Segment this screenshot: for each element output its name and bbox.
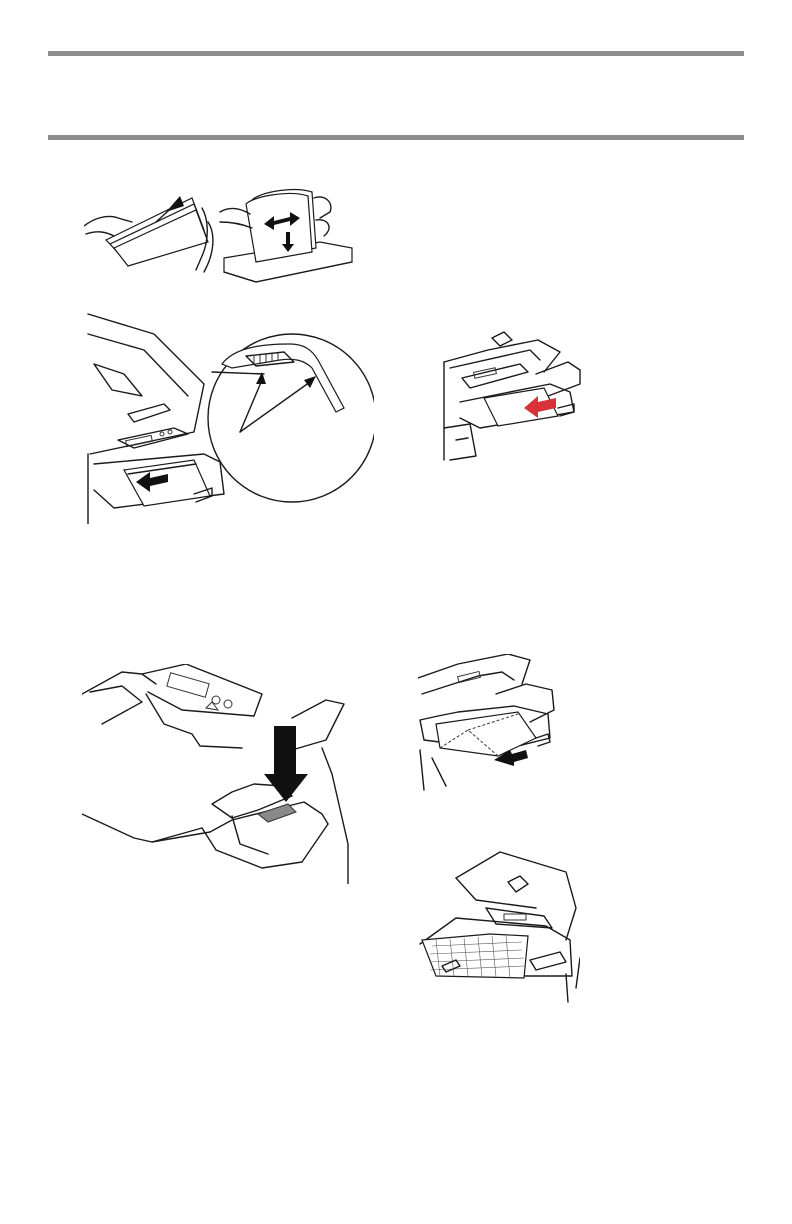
labels-tray-illustration <box>416 848 580 1004</box>
top-rule <box>48 51 744 56</box>
adjust-guides-illustration <box>84 304 374 524</box>
press-set-lever-illustration <box>82 664 352 884</box>
section-rule <box>48 135 744 140</box>
insert-paper-illustration <box>440 328 590 462</box>
fan-paper-illustration <box>84 178 354 290</box>
envelope-insert-illustration <box>418 654 568 792</box>
